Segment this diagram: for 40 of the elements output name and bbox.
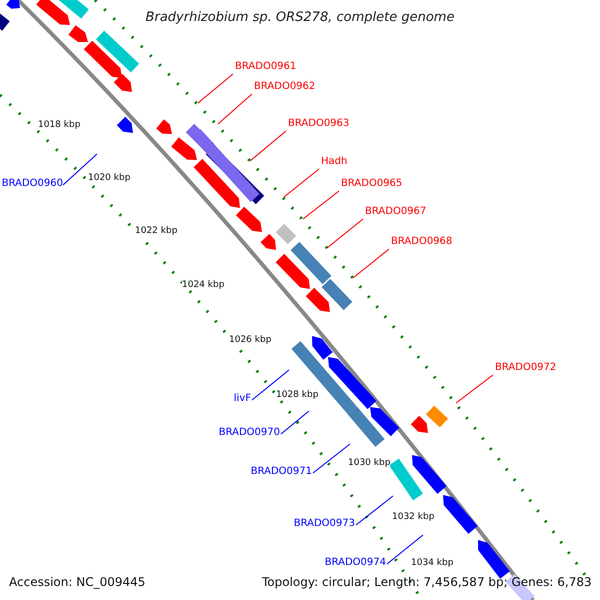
- scale-label: 1022 kbp: [135, 227, 178, 236]
- gene-label: BRADO0962: [254, 82, 316, 92]
- scale-label: 1026 kbp: [229, 336, 272, 345]
- gene-label: BRADO0973: [294, 519, 355, 529]
- gene-label: BRADO0960: [2, 179, 63, 189]
- leader-line: [456, 374, 494, 404]
- leader-line: [284, 168, 320, 198]
- leader-line: [252, 370, 290, 400]
- leader-line: [312, 444, 350, 474]
- leader-line: [326, 218, 364, 248]
- gene-label: BRADO0970: [218, 428, 280, 438]
- scale-label: 1018 kbp: [38, 121, 80, 130]
- scale-label: 1028 kbp: [276, 391, 318, 400]
- leader-line: [250, 130, 286, 162]
- gene-label: BRADO0971: [250, 467, 312, 477]
- scale-label: 1024 kbp: [182, 281, 224, 290]
- leader-line: [386, 534, 424, 564]
- gene-label: BRADO0968: [391, 237, 452, 247]
- leader-line: [356, 496, 394, 526]
- genome-info-text: Topology: circular; Length: 7,456,587 bp; Genes: 6,783: [262, 576, 592, 588]
- leader-line: [62, 154, 98, 186]
- gene-label: Hadh: [321, 157, 348, 167]
- leader-line: [302, 190, 340, 220]
- leader-line: [198, 74, 234, 104]
- scale-label: 1032 kbp: [392, 513, 434, 522]
- scale-label: 1020 kbp: [88, 174, 130, 183]
- gene-label: livF: [234, 394, 251, 404]
- gene-label: BRADO0967: [365, 207, 426, 217]
- accession-text: Accession: NC_009445: [9, 576, 146, 588]
- gene-label: BRADO0963: [288, 119, 350, 129]
- map-title: Bradyrhizobium sp. ORS278, complete genome: [146, 11, 454, 24]
- scale-label: 1034 kbp: [411, 559, 454, 568]
- gene-label: BRADO0974: [324, 558, 386, 568]
- leader-line: [280, 410, 310, 434]
- scale-label: 1030 kbp: [348, 459, 390, 468]
- leader-line: [218, 94, 252, 124]
- gene-label: BRADO0965: [341, 179, 402, 189]
- gene-label: BRADO0972: [495, 363, 556, 373]
- gene-label: BRADO0961: [235, 62, 296, 72]
- leader-line: [352, 248, 390, 278]
